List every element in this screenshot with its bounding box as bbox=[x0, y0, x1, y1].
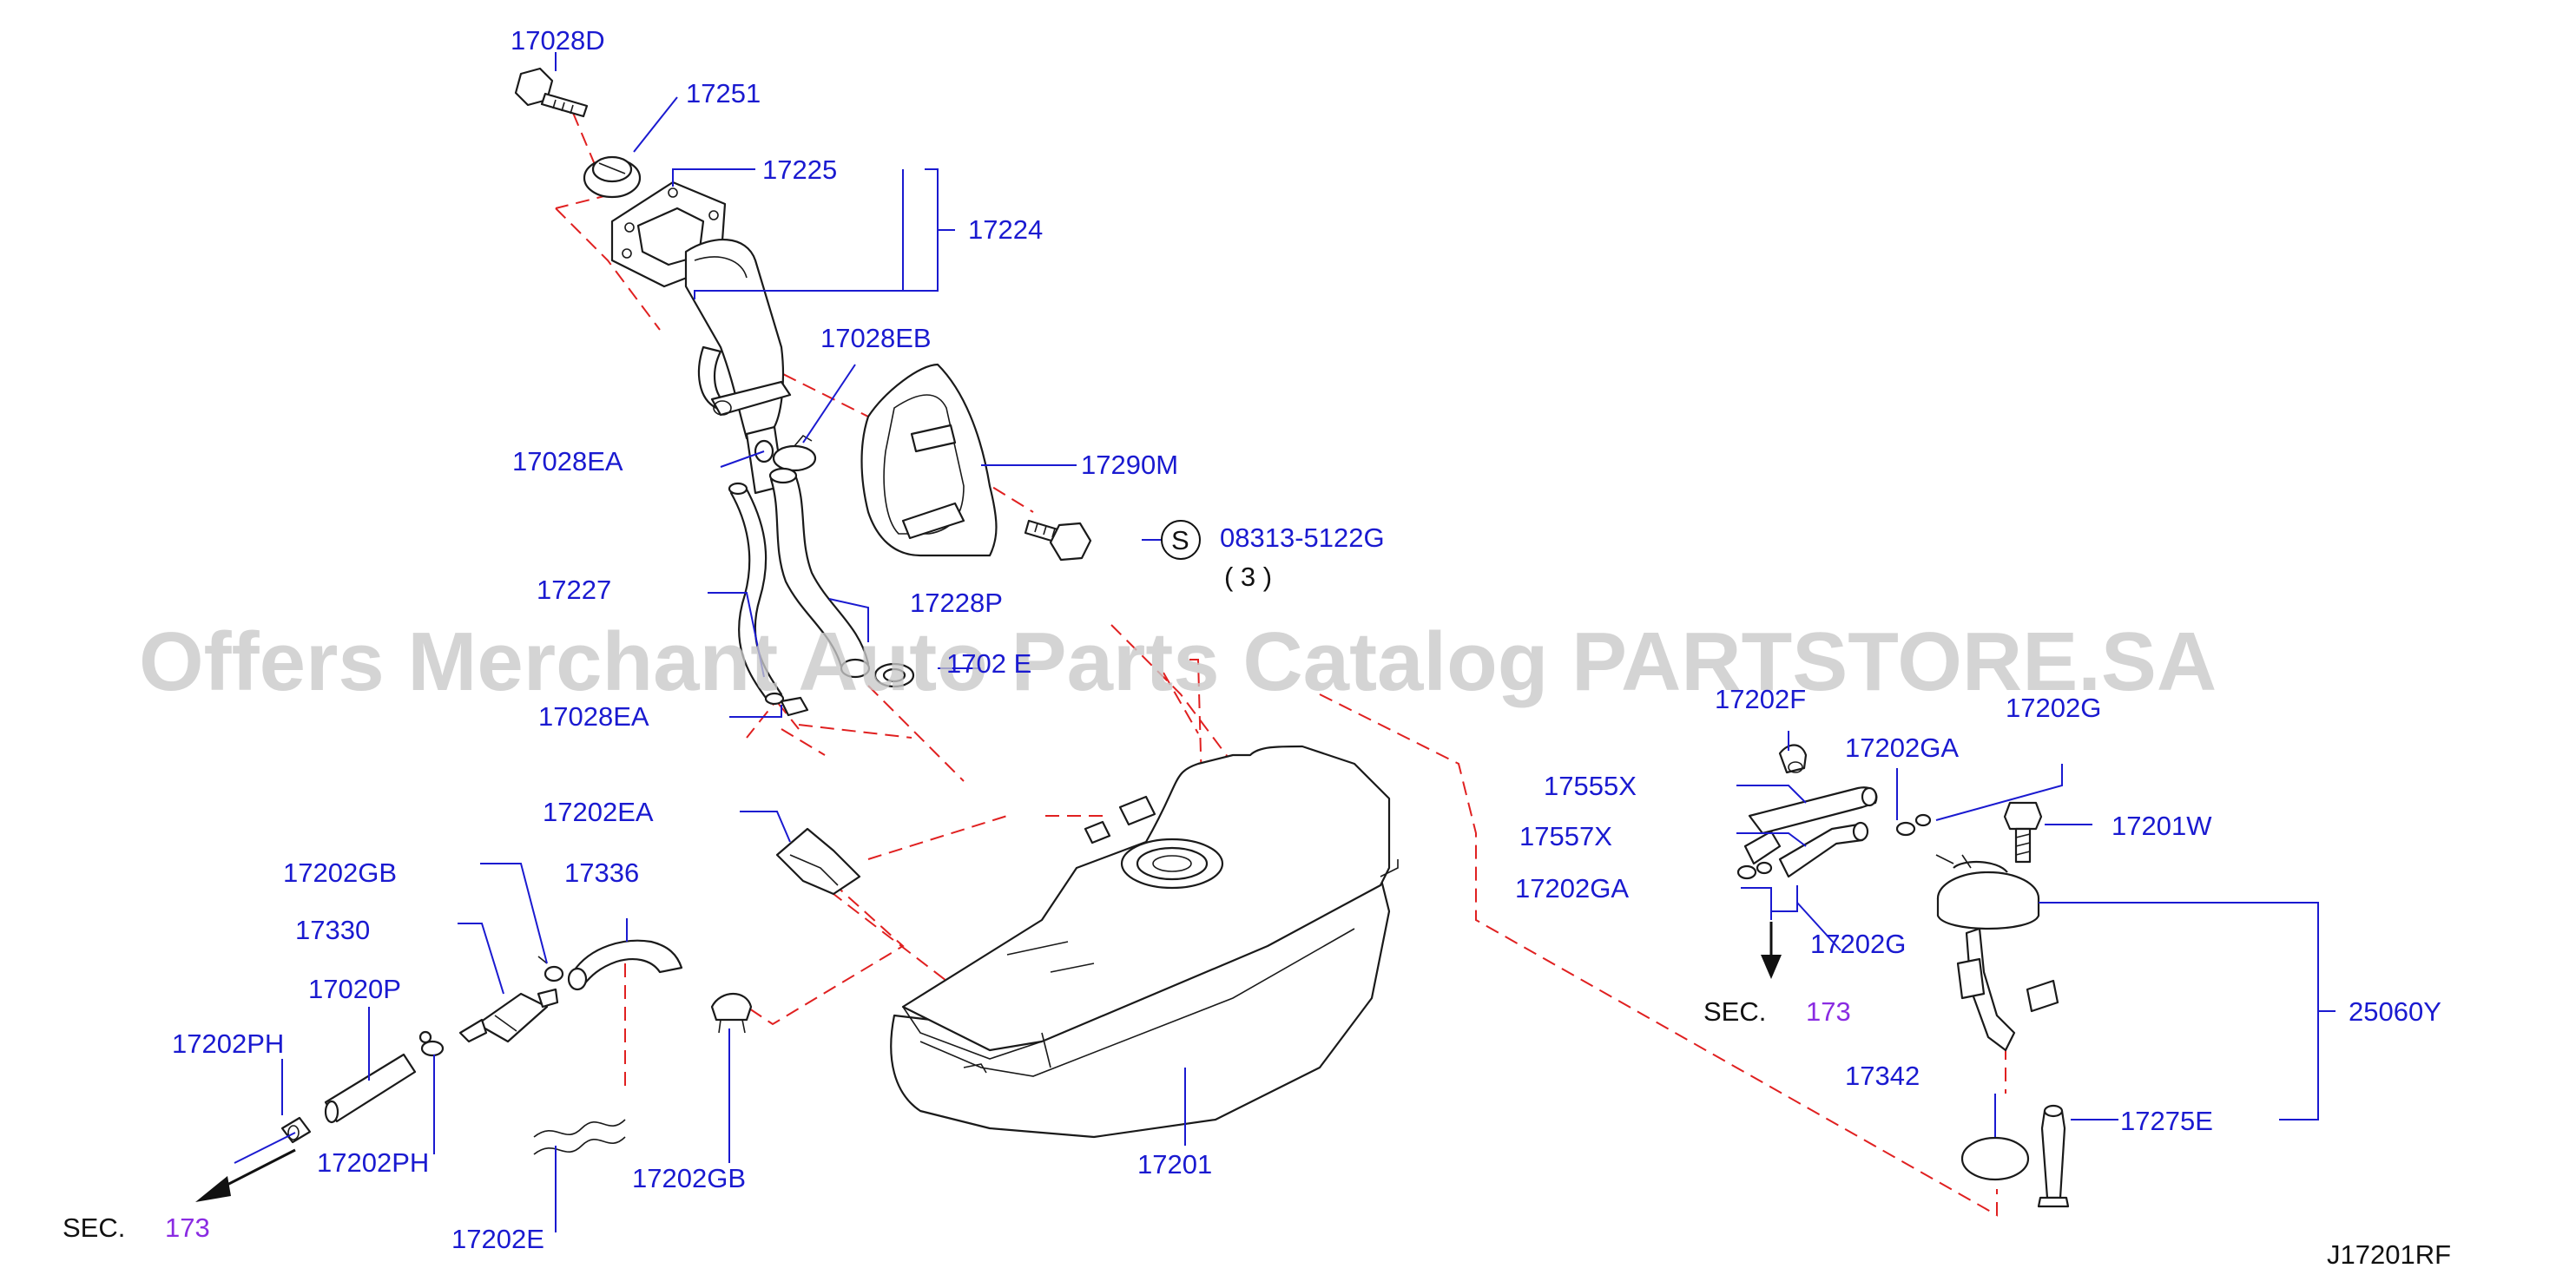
sec-arrow-right-icon bbox=[1761, 922, 1782, 979]
watermark-text: Offers Merchant Auto Parts Catalog PARTS… bbox=[139, 615, 2217, 708]
hose-17557x-icon bbox=[1743, 821, 1869, 878]
filler-cap-17251-icon bbox=[583, 155, 642, 199]
hose-17020p-icon bbox=[324, 1053, 417, 1124]
label-17028d[interactable]: 17028D bbox=[511, 25, 605, 56]
fuel-filter-17330-icon bbox=[458, 988, 559, 1043]
part-labels: 17028D 17251 17225 17224 17028EB 17290M … bbox=[172, 25, 2441, 1254]
label-08313-5122g[interactable]: 08313-5122G bbox=[1220, 522, 1385, 553]
label-17225[interactable]: 17225 bbox=[762, 154, 837, 185]
clamp-17202f-icon bbox=[1778, 744, 1808, 774]
hose-17555x-icon bbox=[1748, 786, 1878, 835]
label-17202ea[interactable]: 17202EA bbox=[543, 797, 654, 827]
label-17202g-top[interactable]: 17202G bbox=[2006, 693, 2101, 723]
s-circle-icon: S bbox=[1161, 520, 1201, 560]
tube-17202e-icon bbox=[533, 1119, 626, 1155]
label-17202ga-bottom[interactable]: 17202GA bbox=[1515, 873, 1629, 904]
label-17330[interactable]: 17330 bbox=[295, 915, 370, 945]
label-17227[interactable]: 17227 bbox=[537, 575, 611, 605]
filler-neck-17224-icon bbox=[610, 181, 792, 495]
sec-prefix-right: SEC. bbox=[1703, 996, 1766, 1027]
sender-17275e-icon bbox=[2037, 1104, 2070, 1208]
label-17202e[interactable]: 17202E bbox=[451, 1224, 544, 1254]
strainer-17342-icon bbox=[1960, 1136, 2030, 1181]
hose-clamp-mid-icon bbox=[873, 662, 915, 688]
hose-17227-icon bbox=[728, 482, 785, 706]
label-17028ea-top[interactable]: 17028EA bbox=[512, 446, 623, 476]
fuel-tank-17201-icon bbox=[890, 745, 1399, 1139]
label-17202ga-top[interactable]: 17202GA bbox=[1845, 733, 1959, 763]
sec-prefix-left: SEC. bbox=[63, 1212, 125, 1243]
label-17028e-partial[interactable]: 1702 E bbox=[946, 648, 1031, 679]
label-17202ph-right[interactable]: 17202PH bbox=[317, 1147, 429, 1178]
label-17202gb-left[interactable]: 17202GB bbox=[283, 858, 397, 888]
hose-17228p-icon bbox=[768, 467, 871, 679]
sec-reference-right[interactable]: SEC. 173 bbox=[1703, 996, 1851, 1027]
clamp-17202ph-right-icon bbox=[418, 1030, 445, 1057]
label-17275e[interactable]: 17275E bbox=[2120, 1106, 2213, 1136]
hose-clamp-bottom-icon bbox=[780, 696, 809, 717]
label-17201[interactable]: 17201 bbox=[1137, 1149, 1212, 1180]
fuel-pump-25060y-icon bbox=[1935, 854, 2059, 1052]
protector-17290m-icon bbox=[860, 363, 998, 557]
sec-number-right[interactable]: 173 bbox=[1806, 996, 1851, 1027]
label-17028eb[interactable]: 17028EB bbox=[820, 323, 932, 353]
label-quantity-3: ( 3 ) bbox=[1224, 562, 1272, 592]
clamp-17202ph-left-icon bbox=[280, 1116, 312, 1144]
label-17202g-bottom[interactable]: 17202G bbox=[1810, 929, 1906, 959]
label-17224[interactable]: 17224 bbox=[968, 214, 1043, 245]
label-17336[interactable]: 17336 bbox=[564, 858, 639, 888]
label-17028ea-bottom[interactable]: 17028EA bbox=[538, 701, 649, 732]
bolt-08313-icon bbox=[1024, 519, 1092, 562]
label-17228p[interactable]: 17228P bbox=[910, 588, 1003, 618]
label-17342[interactable]: 17342 bbox=[1845, 1061, 1920, 1091]
hose-clamp-top-icon bbox=[754, 434, 817, 472]
label-17557x[interactable]: 17557X bbox=[1519, 821, 1612, 851]
clamp-17202gb-bottom-icon bbox=[710, 993, 753, 1034]
clamp-17202gb-left-icon bbox=[537, 956, 564, 982]
sec-reference-left[interactable]: SEC. 173 bbox=[63, 1212, 210, 1243]
label-17201w[interactable]: 17201W bbox=[2112, 811, 2212, 841]
bolt-17201w-icon bbox=[2003, 801, 2043, 864]
clip-17202ea-icon bbox=[775, 827, 861, 896]
label-17202f[interactable]: 17202F bbox=[1715, 684, 1806, 714]
bolt-17028d-icon bbox=[514, 67, 589, 118]
label-17290m[interactable]: 17290M bbox=[1081, 450, 1178, 480]
label-25060y[interactable]: 25060Y bbox=[2349, 996, 2441, 1027]
label-17555x[interactable]: 17555X bbox=[1544, 771, 1637, 801]
label-17251[interactable]: 17251 bbox=[686, 78, 761, 108]
sec-number-left[interactable]: 173 bbox=[165, 1212, 210, 1243]
label-17202gb-bottom[interactable]: 17202GB bbox=[632, 1163, 746, 1193]
sec-arrow-left-icon bbox=[195, 1148, 296, 1202]
label-17020p[interactable]: 17020P bbox=[308, 974, 401, 1004]
diagram-code: J17201RF bbox=[2327, 1239, 2451, 1270]
hose-17336-icon bbox=[567, 939, 683, 991]
clamp-17202ga-top-icon bbox=[1895, 813, 1932, 837]
leader-lines bbox=[234, 52, 2336, 1232]
s-circle-letter: S bbox=[1171, 525, 1189, 555]
clamp-17202ga-bottom-icon bbox=[1736, 861, 1773, 880]
label-17202ph-left[interactable]: 17202PH bbox=[172, 1028, 284, 1059]
